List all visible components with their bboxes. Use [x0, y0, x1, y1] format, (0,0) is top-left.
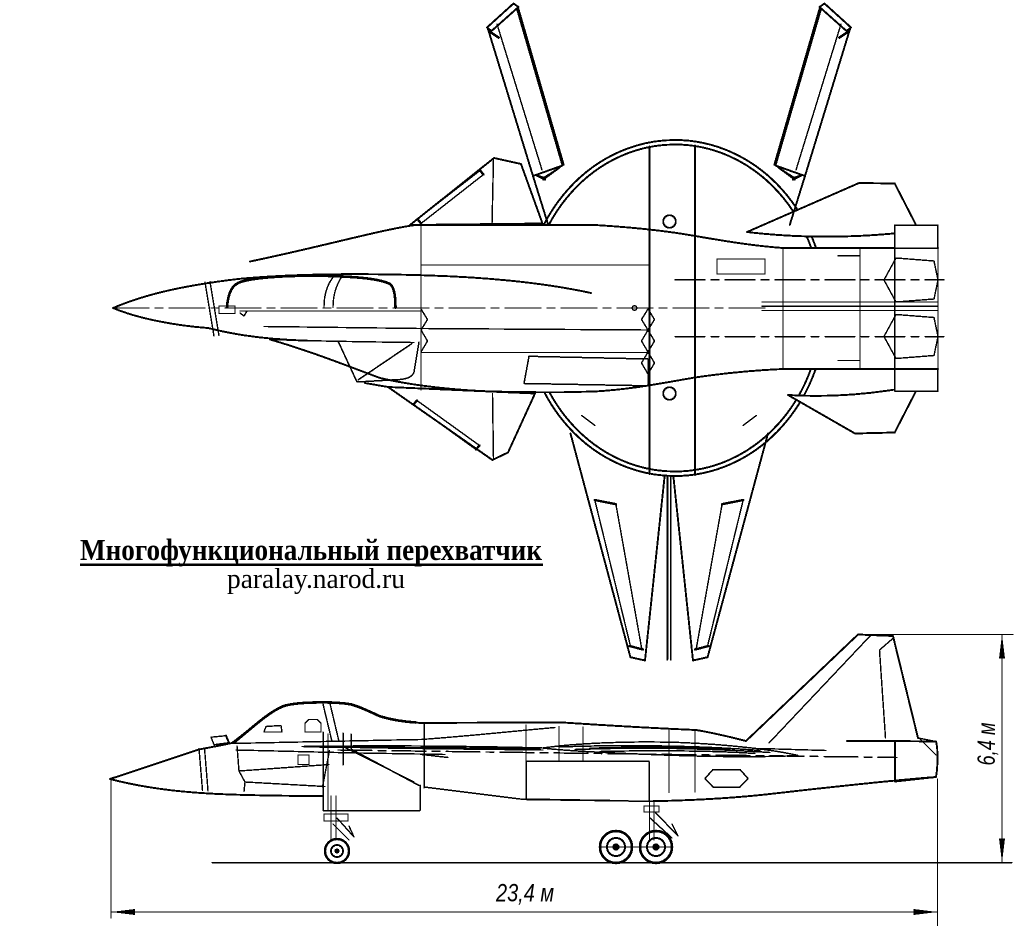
svg-text:Многофункциональный перехватчи: Многофункциональный перехватчик [80, 532, 542, 567]
svg-text:paralay.narod.ru: paralay.narod.ru [227, 563, 405, 595]
svg-text:6,4 м: 6,4 м [973, 723, 1001, 766]
svg-text:23,4 м: 23,4 м [495, 880, 554, 908]
